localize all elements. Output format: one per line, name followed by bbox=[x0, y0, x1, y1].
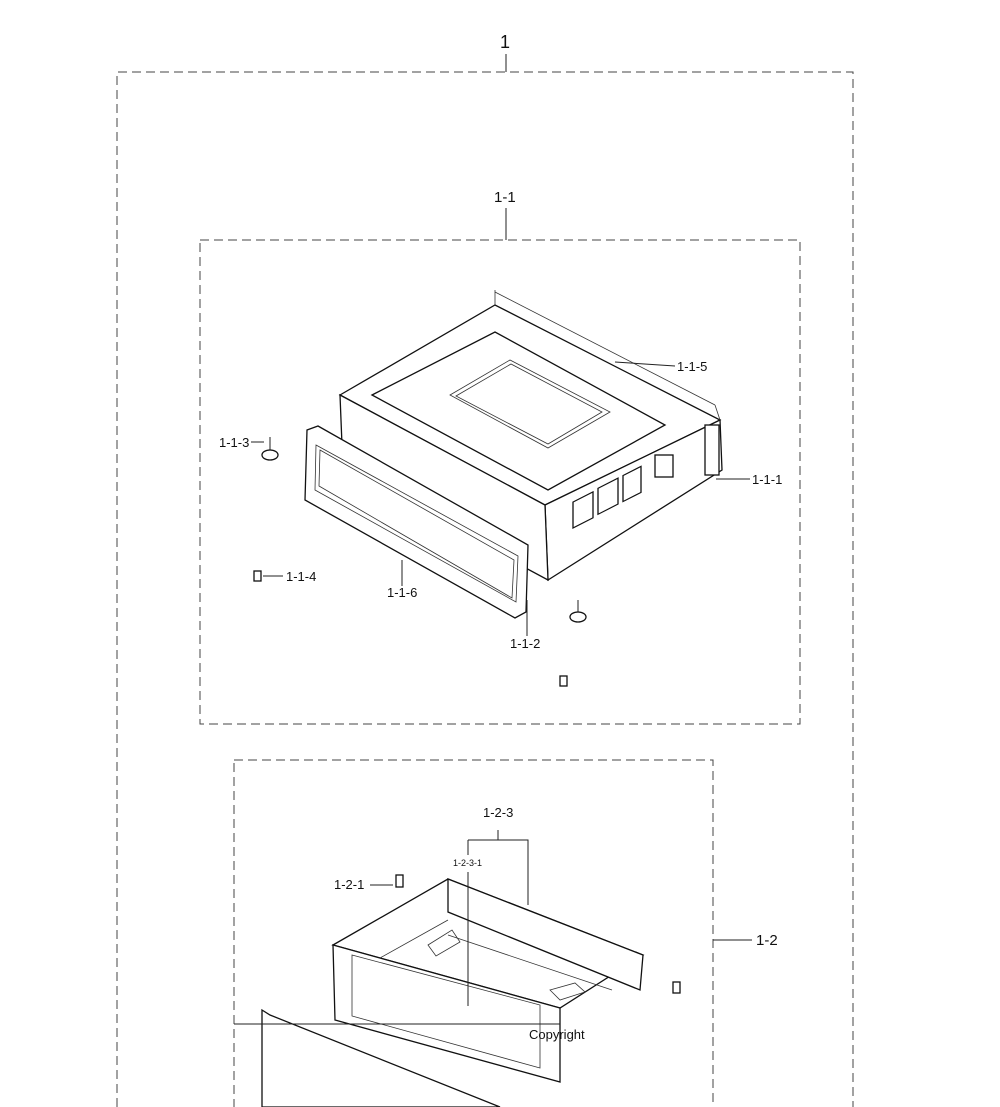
label-part-1-1-4: 1-1-4 bbox=[286, 569, 316, 584]
drawer-front-panel bbox=[261, 1008, 501, 1107]
label-part-1-2-3: 1-2-3 bbox=[483, 805, 513, 820]
label-group-1-1: 1-1 bbox=[494, 189, 516, 206]
label-group-1-2: 1-2 bbox=[756, 932, 778, 949]
label-part-1-1-6: 1-1-6 bbox=[387, 585, 417, 600]
clip-part bbox=[253, 570, 568, 687]
label-part-1-2-1: 1-2-1 bbox=[334, 877, 364, 892]
label-part-1-1-5: 1-1-5 bbox=[677, 359, 707, 374]
copyright-watermark: Copyright bbox=[529, 1027, 585, 1042]
drawer-assembly bbox=[331, 878, 645, 1083]
label-assembly-1: 1 bbox=[500, 32, 510, 52]
group-1-1-boundary bbox=[199, 239, 801, 725]
clip-part bbox=[395, 874, 681, 994]
leveling-foot-part bbox=[261, 437, 587, 623]
label-part-1-1-3: 1-1-3 bbox=[219, 435, 249, 450]
label-part-1-1-2: 1-1-2 bbox=[510, 636, 540, 651]
leader-1-2-3 bbox=[467, 830, 529, 905]
label-part-1-1-1: 1-1-1 bbox=[752, 472, 782, 487]
assembly-1-boundary bbox=[116, 71, 854, 1107]
label-part-1-2-3-1: 1-2-3-1 bbox=[453, 858, 482, 868]
front-frame-part bbox=[304, 425, 529, 619]
